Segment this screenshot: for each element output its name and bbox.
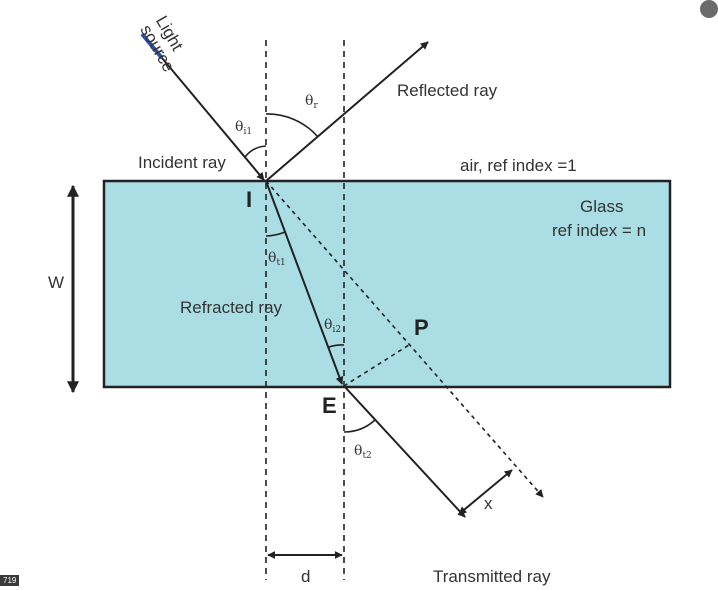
arc-theta-t2	[343, 419, 376, 433]
point-p-label: P	[414, 315, 429, 340]
theta-t2-label: θt2	[354, 443, 372, 461]
offset-x-label: x	[484, 494, 493, 513]
width-label: W	[48, 273, 64, 292]
scroll-handle[interactable]	[700, 0, 718, 18]
point-e-label: E	[322, 393, 337, 418]
arc-theta-i1	[244, 145, 267, 158]
arc-theta-i2	[328, 344, 345, 348]
point-i-label: I	[246, 187, 252, 212]
perpendicular-ep	[343, 344, 410, 387]
refracted-ray	[265, 180, 344, 385]
x-arrow	[458, 469, 513, 515]
light-source	[140, 32, 164, 60]
reflected-ray	[265, 41, 429, 182]
glass-slab	[102, 179, 672, 389]
arc-theta-r	[265, 113, 319, 138]
glass-index-label: ref index = n	[552, 221, 646, 240]
glass-label: Glass	[580, 197, 623, 216]
undeviated-ray	[265, 180, 544, 498]
theta-t1-label: θt1	[268, 250, 286, 268]
theta-r-label: θr	[305, 93, 318, 111]
transmitted-ray	[343, 385, 466, 518]
theta-i1-label: θi1	[235, 119, 252, 137]
transmitted-ray-label: Transmitted ray	[433, 567, 551, 586]
refracted-ray-label: Refracted ray	[180, 298, 283, 317]
light-source-label: Light source	[136, 13, 187, 76]
shift-d-label: d	[301, 567, 310, 586]
arc-theta-t1	[265, 231, 286, 237]
air-label: air, ref index =1	[460, 156, 577, 175]
reflected-ray-label: Reflected ray	[397, 81, 498, 100]
image-number-badge: 719	[0, 575, 20, 586]
incident-ray-label: Incident ray	[138, 153, 226, 172]
incident-ray	[161, 57, 265, 181]
theta-i2-label: θi2	[324, 317, 341, 335]
